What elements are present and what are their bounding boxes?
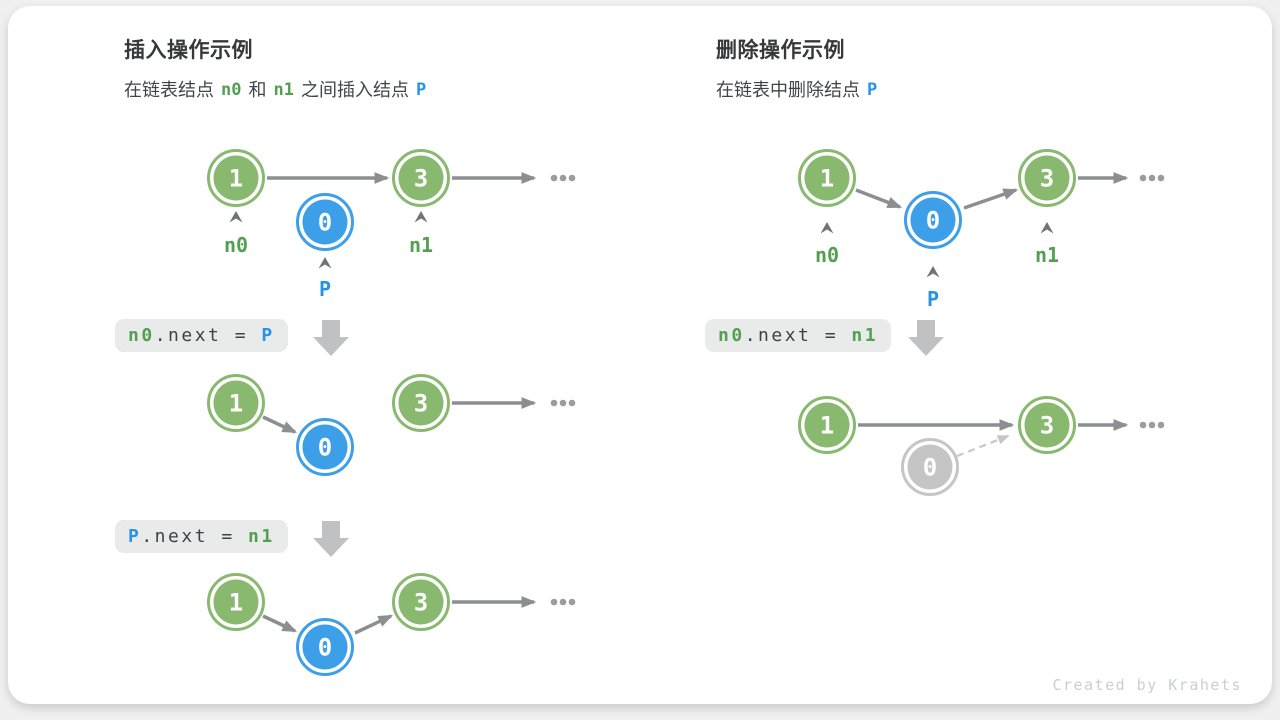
subtitle-text: 和 xyxy=(248,80,267,100)
code-mid: .next = xyxy=(154,325,262,346)
caret-up-icon xyxy=(1040,222,1054,234)
node-value: 1 xyxy=(820,412,834,440)
insert-step2-diagram: 1 3 0 xyxy=(207,573,576,676)
insert-section-header: 插入操作示例 在链表结点 n0 和 n1 之间插入结点 P xyxy=(124,36,426,103)
node-p: 0 xyxy=(296,418,354,476)
pointer-arrow xyxy=(354,614,393,635)
code-lhs: n0 xyxy=(718,325,745,346)
node-1: 1 xyxy=(207,149,265,207)
node-value: 0 xyxy=(923,454,937,482)
node-1: 1 xyxy=(207,374,265,432)
node-value: 3 xyxy=(414,165,428,193)
subtitle-text: 在链表结点 xyxy=(124,80,214,100)
node-p-removed: 0 xyxy=(901,438,959,496)
ellipsis-icon xyxy=(550,598,576,606)
ref-p: P xyxy=(867,80,878,100)
ref-n1: n1 xyxy=(273,80,294,100)
node-3: 3 xyxy=(1018,396,1076,454)
node-value: 3 xyxy=(414,390,428,418)
code-rhs: P xyxy=(261,325,275,346)
node-3: 3 xyxy=(392,573,450,631)
node-3: 3 xyxy=(392,149,450,207)
node-value: 3 xyxy=(1040,165,1054,193)
pointer-arrow xyxy=(855,188,903,209)
insert-section-subtitle: 在链表结点 n0 和 n1 之间插入结点 P xyxy=(124,77,426,103)
ellipsis-icon xyxy=(1139,174,1165,182)
code-box-insert-step1: n0.next = P xyxy=(115,319,288,352)
subtitle-text: 之间插入结点 xyxy=(300,80,409,100)
code-rhs: n1 xyxy=(248,526,275,547)
code-rhs: n1 xyxy=(851,325,879,346)
node-value: 1 xyxy=(820,165,834,193)
caret-up-icon xyxy=(926,266,940,278)
insert-initial-diagram: 1 3 0 n0 n1 P xyxy=(207,149,576,301)
node-value: 0 xyxy=(318,634,332,662)
ellipsis-icon xyxy=(550,174,576,182)
delete-initial-diagram: 1 3 0 n0 n1 P xyxy=(798,149,1165,311)
node-3: 3 xyxy=(1018,149,1076,207)
node-value: 1 xyxy=(229,390,243,418)
subtitle-text: 在链表中删除结点 xyxy=(716,80,860,100)
insert-step1-diagram: 1 3 0 xyxy=(207,374,576,476)
removed-pointer-arrow xyxy=(956,434,1010,458)
pointer-arrow xyxy=(963,188,1019,210)
caret-up-icon xyxy=(318,257,332,269)
node-value: 3 xyxy=(414,589,428,617)
node-value: 0 xyxy=(318,434,332,462)
delete-section-subtitle: 在链表中删除结点 P xyxy=(716,77,877,103)
code-mid: .next = xyxy=(141,526,249,547)
node-value: 3 xyxy=(1040,412,1054,440)
delete-step1-diagram: 1 3 0 xyxy=(798,396,1165,496)
ellipsis-icon xyxy=(1139,421,1165,429)
node-value: 1 xyxy=(229,589,243,617)
ref-n0: n0 xyxy=(221,80,242,100)
label-n0: n0 xyxy=(224,233,248,257)
code-mid: .next = xyxy=(744,325,852,346)
ellipsis-icon xyxy=(550,399,576,407)
code-lhs: n0 xyxy=(128,325,155,346)
pointer-arrow xyxy=(262,614,297,633)
caret-up-icon xyxy=(820,222,834,234)
node-value: 0 xyxy=(926,207,940,235)
down-arrow-icon xyxy=(313,320,349,356)
watermark: Created by Krahets xyxy=(1052,676,1242,694)
label-p: P xyxy=(319,277,331,301)
caret-up-icon xyxy=(229,211,243,223)
down-arrow-icon xyxy=(908,320,944,356)
pointer-arrow xyxy=(262,415,297,434)
node-3: 3 xyxy=(392,374,450,432)
insert-section-title: 插入操作示例 xyxy=(124,39,253,62)
node-p: 0 xyxy=(904,191,962,249)
label-p: P xyxy=(927,287,939,311)
code-box-insert-step2: P.next = n1 xyxy=(115,520,288,553)
delete-section-header: 删除操作示例 在链表中删除结点 P xyxy=(716,36,877,103)
ref-p: P xyxy=(415,80,427,100)
label-n0: n0 xyxy=(815,243,839,267)
caret-up-icon xyxy=(414,211,428,223)
node-1: 1 xyxy=(207,573,265,631)
code-lhs: P xyxy=(128,526,142,547)
node-value: 0 xyxy=(318,209,332,237)
delete-section-title: 删除操作示例 xyxy=(716,39,845,62)
node-p: 0 xyxy=(296,193,354,251)
label-n1: n1 xyxy=(409,233,433,257)
label-n1: n1 xyxy=(1035,243,1059,267)
down-arrow-icon xyxy=(313,521,349,557)
node-value: 1 xyxy=(229,165,243,193)
node-1: 1 xyxy=(798,149,856,207)
node-1: 1 xyxy=(798,396,856,454)
code-box-delete-step1: n0.next = n1 xyxy=(705,319,892,352)
node-p: 0 xyxy=(296,618,354,676)
